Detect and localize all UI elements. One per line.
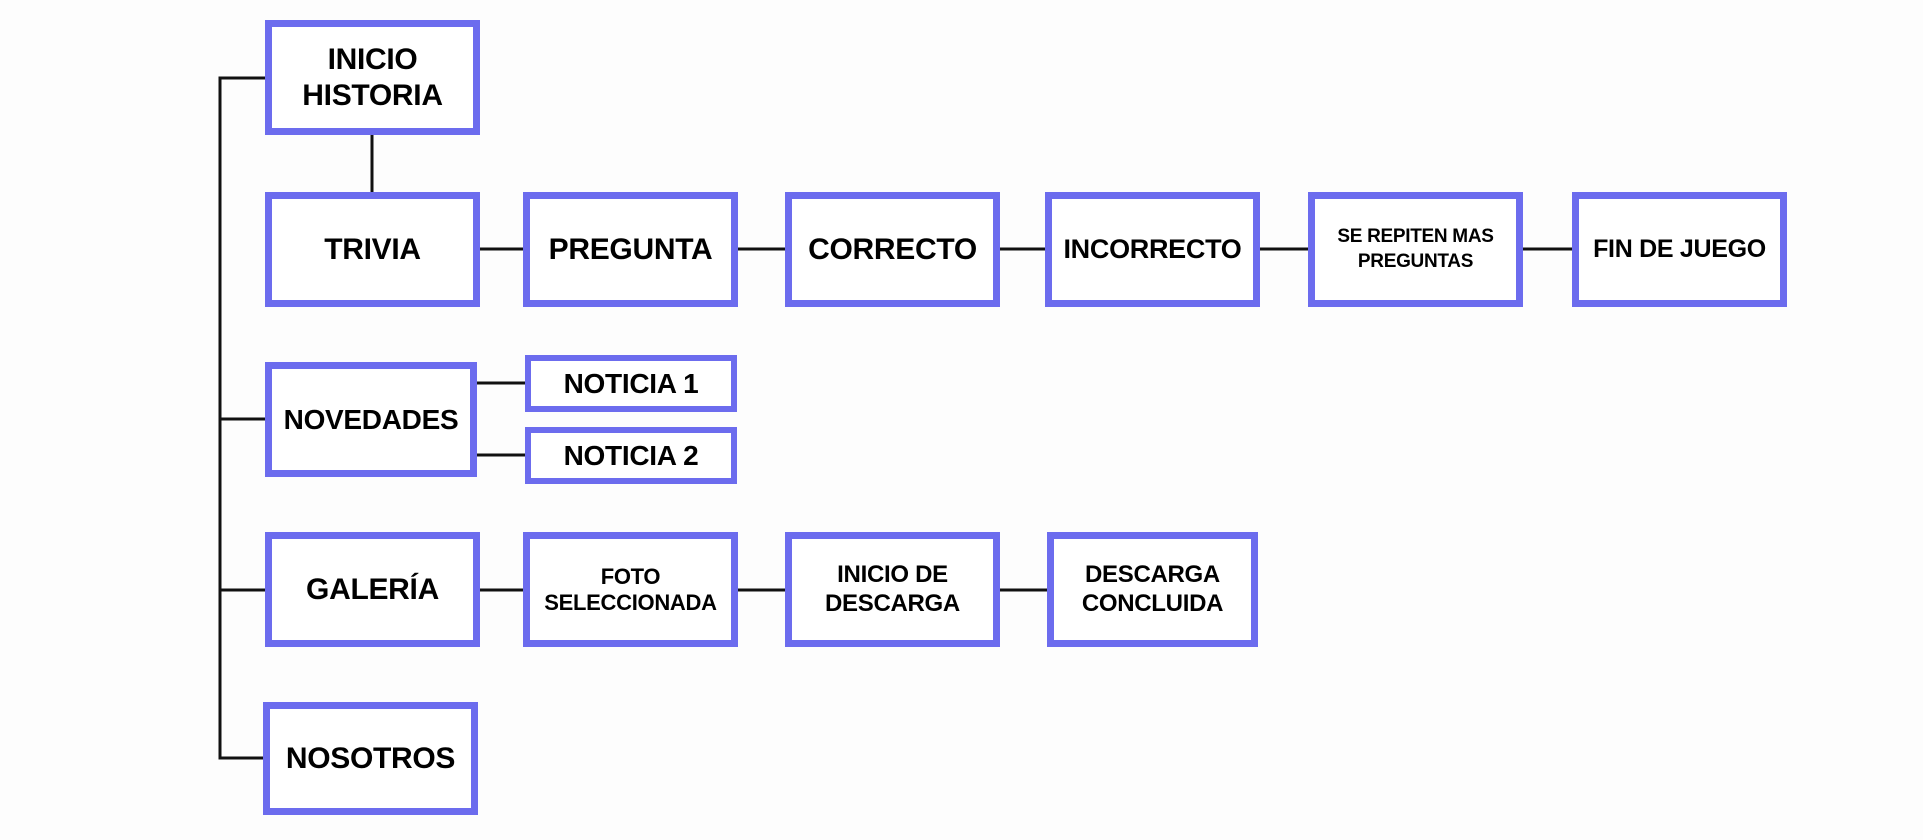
- node-novedades: NOVEDADES: [265, 362, 477, 477]
- node-galeria: GALERÍA: [265, 532, 480, 647]
- node-noticia-2: NOTICIA 2: [525, 427, 737, 484]
- node-correcto: CORRECTO: [785, 192, 1000, 307]
- node-trivia: TRIVIA: [265, 192, 480, 307]
- node-noticia-1: NOTICIA 1: [525, 355, 737, 412]
- node-inicio-de-descarga: INICIO DE DESCARGA: [785, 532, 1000, 647]
- node-se-repiten-mas-preguntas: SE REPITEN MAS PREGUNTAS: [1308, 192, 1523, 307]
- node-descarga-concluida: DESCARGA CONCLUIDA: [1047, 532, 1258, 647]
- node-nosotros: NOSOTROS: [263, 702, 478, 815]
- node-incorrecto: INCORRECTO: [1045, 192, 1260, 307]
- node-foto-seleccionada: FOTO SELECCIONADA: [523, 532, 738, 647]
- node-pregunta: PREGUNTA: [523, 192, 738, 307]
- node-inicio-historia: INICIO HISTORIA: [265, 20, 480, 135]
- node-fin-de-juego: FIN DE JUEGO: [1572, 192, 1787, 307]
